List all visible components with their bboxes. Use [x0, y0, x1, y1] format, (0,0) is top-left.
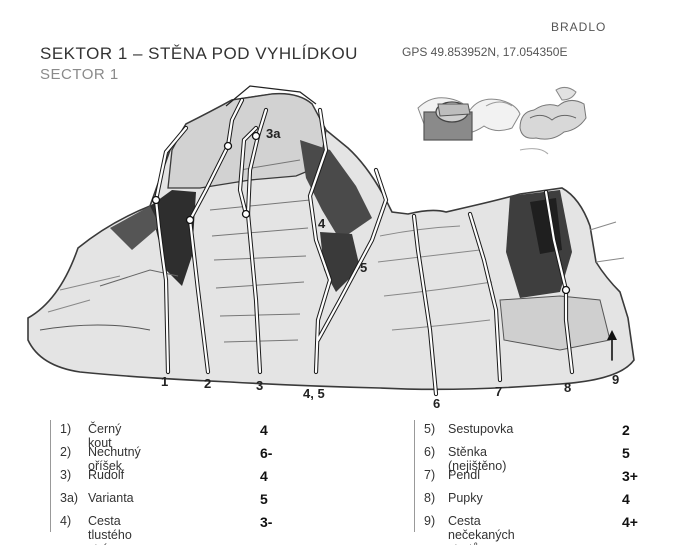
legend-route-number: 4) — [60, 514, 72, 528]
legend-route-name: Pendl — [448, 468, 480, 482]
legend-route-grade: 4 — [260, 468, 268, 484]
legend-route-number: 7) — [424, 468, 436, 482]
legend-route-name: Rudolf — [88, 468, 125, 482]
route-marker-2: 2 — [204, 376, 211, 391]
inline-label-5: 5 — [360, 260, 367, 275]
legend-route-grade: 3+ — [622, 468, 638, 484]
legend-route-name: Stěnka (nejištěno) — [448, 445, 507, 473]
bolt-marker — [151, 195, 161, 205]
legend-route-number: 9) — [424, 514, 436, 528]
route-marker-8: 8 — [564, 380, 571, 395]
route-marker-7: 7 — [495, 384, 502, 399]
legend-route-name: Nechutný oříšek — [88, 445, 141, 473]
legend-route-grade: 6- — [260, 445, 273, 461]
bolt-marker — [223, 141, 233, 151]
bolt-marker — [561, 285, 571, 295]
legend-route-grade: 5 — [622, 445, 630, 461]
bolt-marker — [185, 215, 195, 225]
legend-route-name: Cesta tlustého strýce — [88, 514, 132, 545]
legend-route-name: Černý kout — [88, 422, 122, 450]
route-lines — [151, 97, 617, 397]
legend-route-number: 8) — [424, 491, 436, 505]
legend-route-number: 3a) — [60, 491, 79, 505]
legend-route-grade: 4+ — [622, 514, 638, 530]
area-label: BRADLO — [551, 20, 607, 34]
legend-route-grade: 4 — [260, 422, 268, 438]
legend-route-number: 1) — [60, 422, 72, 436]
legend-route-grade: 3- — [260, 514, 273, 530]
legend-route-number: 6) — [424, 445, 436, 459]
rock-formation — [27, 85, 635, 391]
gps-coordinates: GPS 49.853952N, 17.054350E — [402, 45, 568, 59]
route-marker-4-5: 4, 5 — [303, 386, 325, 401]
legend-route-name: Pupky — [448, 491, 483, 505]
sector-title: SEKTOR 1 – STĚNA POD VYHLÍDKOU — [40, 44, 358, 63]
route-marker-3: 3 — [256, 378, 263, 393]
legend-route-name: Sestupovka — [448, 422, 514, 436]
bolt-marker — [251, 131, 261, 141]
bolt-marker — [241, 209, 251, 219]
route-labels: 1 2 3 4, 5 6 7 8 9 3a 4 5 — [161, 126, 619, 411]
legend-divider — [50, 420, 51, 532]
legend-route-grade: 4 — [622, 491, 630, 507]
route-marker-6: 6 — [433, 396, 440, 411]
legend-route-grade: 5 — [260, 491, 268, 507]
inline-label-4: 4 — [318, 216, 326, 231]
legend-divider — [414, 420, 415, 532]
locator-map — [417, 86, 587, 155]
inline-label-3a: 3a — [266, 126, 281, 141]
sector-subtitle: SECTOR 1 — [40, 66, 119, 83]
crag-topo-drawing: 1 2 3 4, 5 6 7 8 9 3a 4 5 — [27, 85, 635, 411]
legend-route-name: Cesta nečekaných startů — [448, 514, 515, 545]
legend-route-number: 2) — [60, 445, 72, 459]
route-marker-1: 1 — [161, 374, 168, 389]
legend-route-number: 3) — [60, 468, 72, 482]
route-marker-9: 9 — [612, 372, 619, 387]
legend-route-name: Varianta — [88, 491, 134, 505]
legend-route-number: 5) — [424, 422, 436, 436]
legend-route-grade: 2 — [622, 422, 630, 438]
